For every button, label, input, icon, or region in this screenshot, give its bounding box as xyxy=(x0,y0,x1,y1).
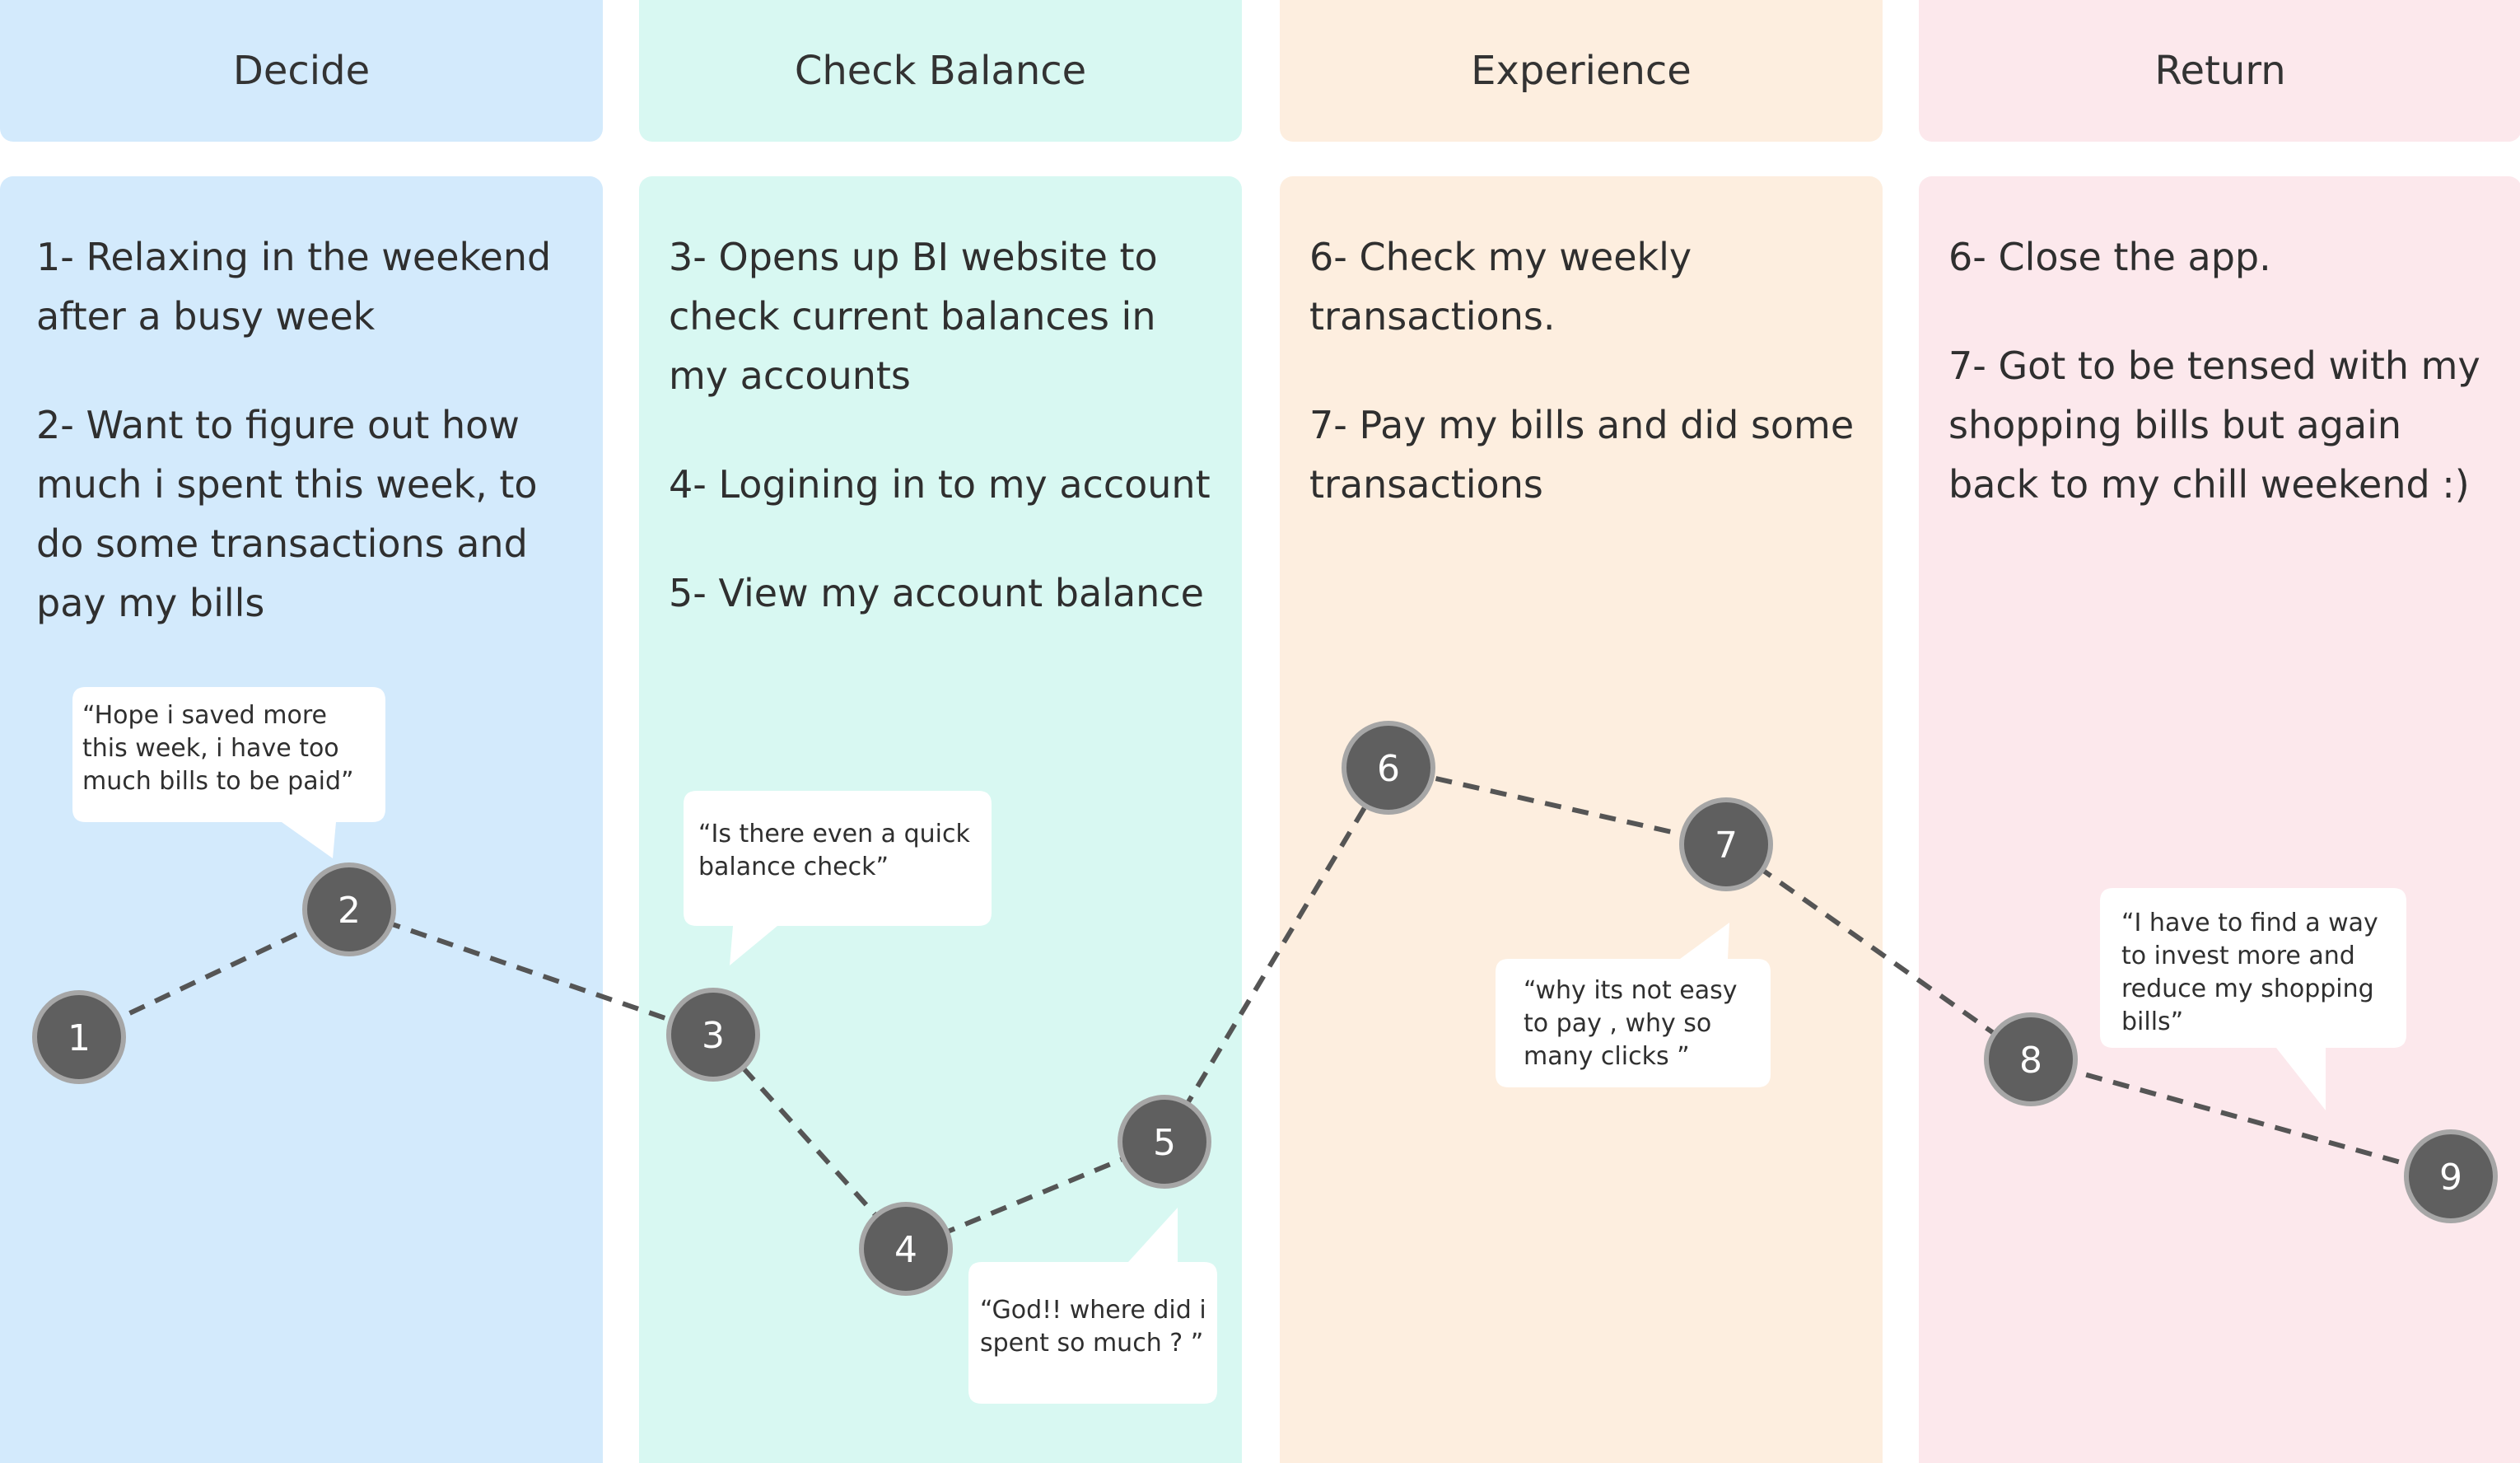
quote-bubble: “God!! where did i spent so much ? ” xyxy=(968,1208,1217,1404)
journey-node: 3 xyxy=(666,988,760,1082)
node-label: 7 xyxy=(1715,825,1738,867)
journey-node: 5 xyxy=(1118,1095,1211,1189)
quote-text: “I have to find a way xyxy=(2121,909,2378,937)
step-text: 5- View my account balance xyxy=(669,571,1204,615)
journey-node: 4 xyxy=(859,1202,953,1296)
node-label: 6 xyxy=(1377,748,1400,790)
column-header-experience: Experience xyxy=(1280,0,1883,142)
column-panel-return: 6- Close the app. 7- Got to be tensed wi… xyxy=(1919,176,2520,1463)
node-label: 3 xyxy=(702,1015,725,1057)
node-label: 1 xyxy=(68,1017,91,1059)
journey-node: 2 xyxy=(302,862,396,956)
step-text: 6- Close the app. xyxy=(1948,235,2271,279)
node-label: 4 xyxy=(894,1229,917,1271)
quote-text: spent so much ? ” xyxy=(980,1329,1203,1358)
quote-text: reduce my shopping xyxy=(2121,975,2374,1003)
quote-text: many clicks ” xyxy=(1524,1042,1690,1071)
journey-node: 6 xyxy=(1342,721,1435,815)
node-label: 9 xyxy=(2439,1157,2462,1199)
quote-text: this week, i have too xyxy=(82,734,339,763)
quote-bubble: “Is there even a quick balance check” xyxy=(684,791,992,965)
journey-node: 7 xyxy=(1679,797,1773,891)
column-header-check-balance: Check Balance xyxy=(639,0,1242,142)
quote-bubble: “Hope i saved more this week, i have too… xyxy=(72,687,385,858)
quote-bubble: “why its not easy to pay , why so many c… xyxy=(1496,923,1771,1087)
journey-node: 1 xyxy=(32,990,126,1084)
quote-text: much bills to be paid” xyxy=(82,767,354,796)
quote-text: to pay , why so xyxy=(1524,1009,1711,1038)
quote-text: to invest more and xyxy=(2121,942,2355,970)
quote-text: “Hope i saved more xyxy=(82,701,327,730)
node-label: 8 xyxy=(2019,1040,2042,1082)
node-label: 2 xyxy=(338,890,361,932)
step-text: 4- Logining in to my account xyxy=(669,462,1211,507)
journey-node: 9 xyxy=(2404,1129,2498,1223)
node-label: 5 xyxy=(1153,1122,1176,1164)
quote-bubble: “I have to find a way to invest more and… xyxy=(2100,888,2406,1110)
column-header-return: Return xyxy=(1919,0,2520,142)
quote-text: “God!! where did i xyxy=(980,1296,1206,1325)
journey-node: 8 xyxy=(1984,1012,2078,1106)
quote-text: bills” xyxy=(2121,1007,2183,1036)
journey-path xyxy=(77,764,2452,1252)
quote-text: “why its not easy xyxy=(1524,976,1737,1005)
steps-return: 6- Close the app. 7- Got to be tensed wi… xyxy=(1948,227,2497,563)
column-header-decide: Decide xyxy=(0,0,603,142)
quote-text: “Is there even a quick xyxy=(698,820,970,848)
quote-text: balance check” xyxy=(698,853,889,881)
